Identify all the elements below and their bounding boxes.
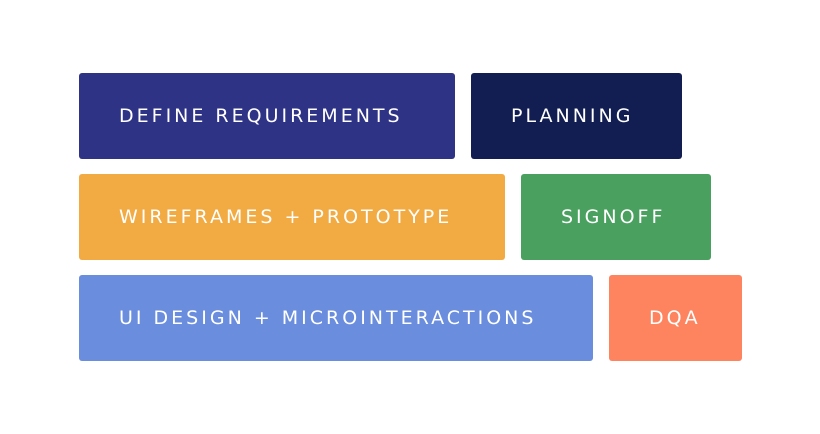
phase-block-signoff: SIGNOFF: [521, 174, 711, 260]
phase-block-ui-design: UI DESIGN + MICROINTERACTIONS: [79, 275, 593, 361]
phase-block-dqa: DQA: [609, 275, 742, 361]
phase-label: DEFINE REQUIREMENTS: [119, 105, 403, 127]
phase-label: DQA: [649, 307, 701, 329]
phase-block-wireframes-prototype: WIREFRAMES + PROTOTYPE: [79, 174, 505, 260]
phase-label: UI DESIGN + MICROINTERACTIONS: [119, 307, 537, 329]
phase-label: SIGNOFF: [561, 206, 666, 228]
phase-block-define-requirements: DEFINE REQUIREMENTS: [79, 73, 455, 159]
phase-block-planning: PLANNING: [471, 73, 682, 159]
phase-label: WIREFRAMES + PROTOTYPE: [119, 206, 453, 228]
phase-label: PLANNING: [511, 105, 634, 127]
